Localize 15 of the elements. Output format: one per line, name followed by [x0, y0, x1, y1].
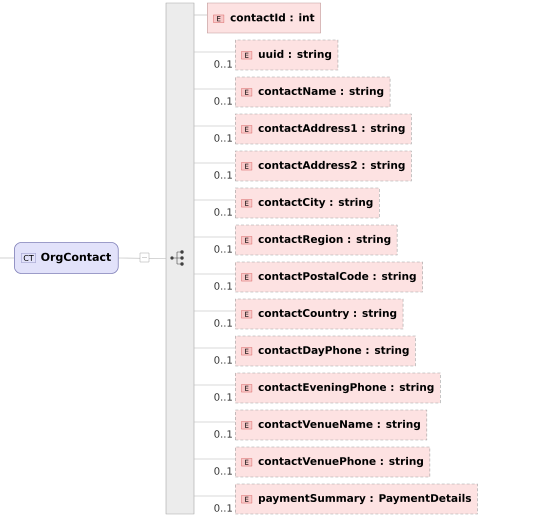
multiplicity-label: 0..1	[214, 97, 232, 105]
multiplicity-label: 0..1	[214, 208, 232, 216]
multiplicity-label: 0..1	[214, 393, 232, 401]
multiplicity-label: 0..1	[214, 245, 232, 253]
complex-type-box: CT OrgContact	[14, 242, 119, 274]
multiplicity-label: 0..1	[214, 282, 232, 290]
multiplicity-label: 0..1	[214, 134, 232, 142]
multiplicity-label: 0..1	[214, 171, 232, 179]
multiplicity-label: 0..1	[214, 467, 232, 475]
multiplicity-label: 0..1	[214, 356, 232, 364]
multiplicity-label: 0..1	[214, 60, 232, 68]
multiplicity-label: 0..1	[214, 430, 232, 438]
multiplicity-label: 0..1	[214, 319, 232, 327]
sequence-bar	[166, 2, 194, 514]
multiplicity-label: 0..1	[214, 504, 232, 512]
